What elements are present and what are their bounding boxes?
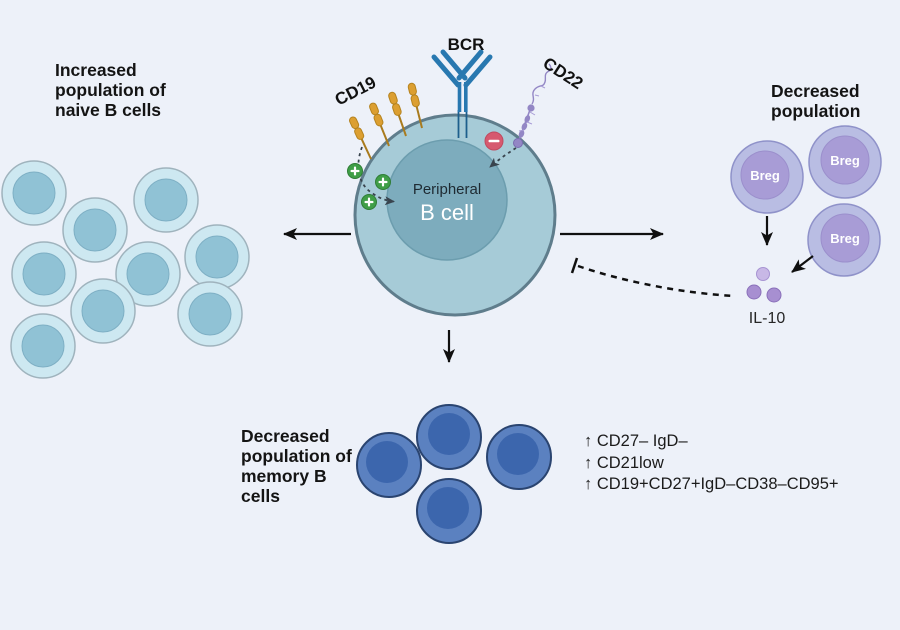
arrow-breg-to-il10 [791,255,814,273]
breg-cell-cluster: Breg Breg Breg [730,125,882,277]
naive-cells-caption: Increased population of naive B cells [55,60,166,120]
cd22-signal-arrow [489,147,517,168]
breg-cell-label: Breg [750,168,780,183]
memory-b-cell [356,432,422,498]
marker-line: ↑ CD21low [584,453,664,472]
breg-cell-label: Breg [830,231,860,246]
cd19-receptor [388,91,407,137]
plus-icon [375,174,391,190]
il10-dot [756,267,770,281]
breg-cells-caption: Decreased population [771,81,861,121]
naive-b-cell [62,197,128,263]
memory-b-cell [416,478,482,544]
memory-cells-caption: Decreased population of memory B cells [241,426,352,506]
naive-b-cell [115,241,181,307]
marker-line: ↑ CD19+CD27+IgD–CD38–CD95+ [584,475,839,493]
cd22-label: CD22 [540,54,587,94]
cd19-receptor [407,82,423,129]
memory-phenotype-markers: ↑ CD27– IgD– ↑ CD21low ↑ CD19+CD27+IgD–C… [584,431,839,496]
bcr-receptor: BCR [431,35,493,138]
il10-dot [766,287,782,303]
naive-b-cell [133,167,199,233]
il10-label: IL-10 [749,310,786,327]
plus-icon [347,163,363,179]
bcr-label: BCR [448,35,485,54]
il10-inhibition-line [570,257,735,298]
cd19-receptor [369,102,390,147]
nucleus-label-top: Peripheral [413,181,481,198]
il10-dot [746,284,762,300]
breg-cell-label: Breg [830,153,860,168]
il10-secretion: IL-10 [746,216,814,327]
cd22-receptor: CD22 [513,54,587,148]
naive-b-cell [177,281,243,347]
memory-b-cell [486,424,552,490]
cd19-receptor [349,116,372,160]
naive-b-cell [11,241,77,307]
breg-cell: Breg [730,140,804,214]
breg-cell: Breg [808,125,882,199]
nucleus-label-main: B cell [420,200,474,225]
breg-cell: Breg [807,203,881,277]
memory-b-cell [416,404,482,470]
naive-b-cell-cluster [1,160,250,379]
peripheral-b-cell: Peripheral B cell [353,113,557,317]
naive-b-cell [70,278,136,344]
plus-icon [361,194,377,210]
naive-b-cell [1,160,67,226]
marker-line: ↑ CD27– IgD– [584,432,688,450]
cd22-signal [484,131,517,168]
inhibition-bar [570,257,579,274]
memory-b-cell-cluster [356,404,552,544]
cd22-glycan-chain [531,63,552,105]
naive-b-cell [184,224,250,290]
cd19-signal [347,146,395,210]
naive-b-cell [10,313,76,379]
minus-icon [484,131,504,151]
